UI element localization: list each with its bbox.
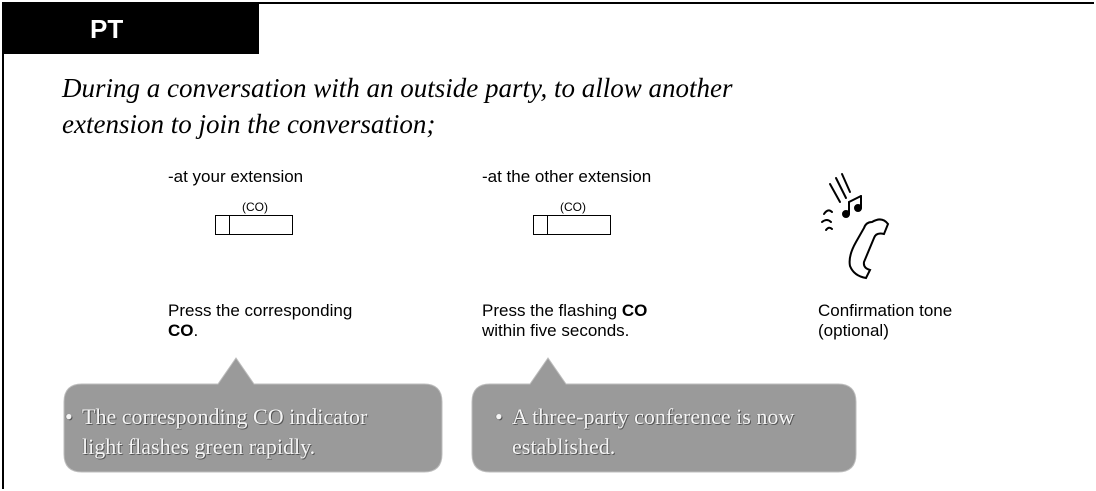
step-2-desc-bold: CO (621, 301, 648, 320)
callout-shape (471, 357, 857, 473)
co-lamp-icon (534, 216, 548, 234)
step-1-description: Press the corresponding CO. (168, 301, 352, 341)
intro-line-2: extension to join the conversation; (62, 109, 436, 139)
note-2-bullet: • (495, 404, 503, 429)
section-header: PT (4, 4, 259, 54)
co-key-2: (CO) (533, 200, 613, 235)
co-button-icon (533, 215, 611, 235)
step-1-desc-bold: CO (168, 321, 194, 340)
co-button-icon (215, 215, 293, 235)
step-1-desc-line-1: Press the corresponding (168, 301, 353, 320)
step-3-description: Confirmation tone (optional) (818, 301, 952, 341)
step-2-description: Press the flashing CO within five second… (482, 301, 647, 341)
co-key-1-label: (CO) (242, 200, 268, 214)
note-2-line-2: established. (512, 434, 616, 459)
step-2-label: -at the other extension (482, 167, 652, 186)
step-3-desc-line-1: Confirmation tone (818, 301, 953, 320)
section-title: PT (90, 14, 124, 44)
step-1-desc-period: . (193, 321, 199, 340)
step-2-desc-pre: Press the flashing (482, 301, 622, 320)
intro-line-1: During a conversation with an outside pa… (62, 73, 733, 103)
note-2-text: • A three-party conference is now establ… (495, 402, 795, 462)
step-2-desc-line-2: within five seconds. (482, 321, 630, 340)
co-key-2-label: (CO) (560, 200, 586, 214)
handset-tone-icon (821, 173, 890, 280)
note-1-bullet: • (65, 404, 73, 429)
note-1-line-2: light flashes green rapidly. (82, 434, 316, 459)
step-3-desc-line-2: (optional) (818, 321, 889, 340)
note-bubble-1: • The corresponding CO indicator light f… (60, 356, 446, 474)
note-2-line-1: A three-party conference is now (512, 404, 795, 429)
co-key-1: (CO) (215, 200, 295, 235)
callout-shape (63, 357, 443, 473)
step-1-label: -at your extension (168, 167, 304, 186)
co-lamp-icon (216, 216, 230, 234)
note-1-line-1: The corresponding CO indicator (82, 404, 368, 429)
intro-text: During a conversation with an outside pa… (62, 70, 962, 142)
note-1-text: • The corresponding CO indicator light f… (65, 402, 368, 462)
note-bubble-2: • A three-party conference is now establ… (468, 356, 860, 474)
